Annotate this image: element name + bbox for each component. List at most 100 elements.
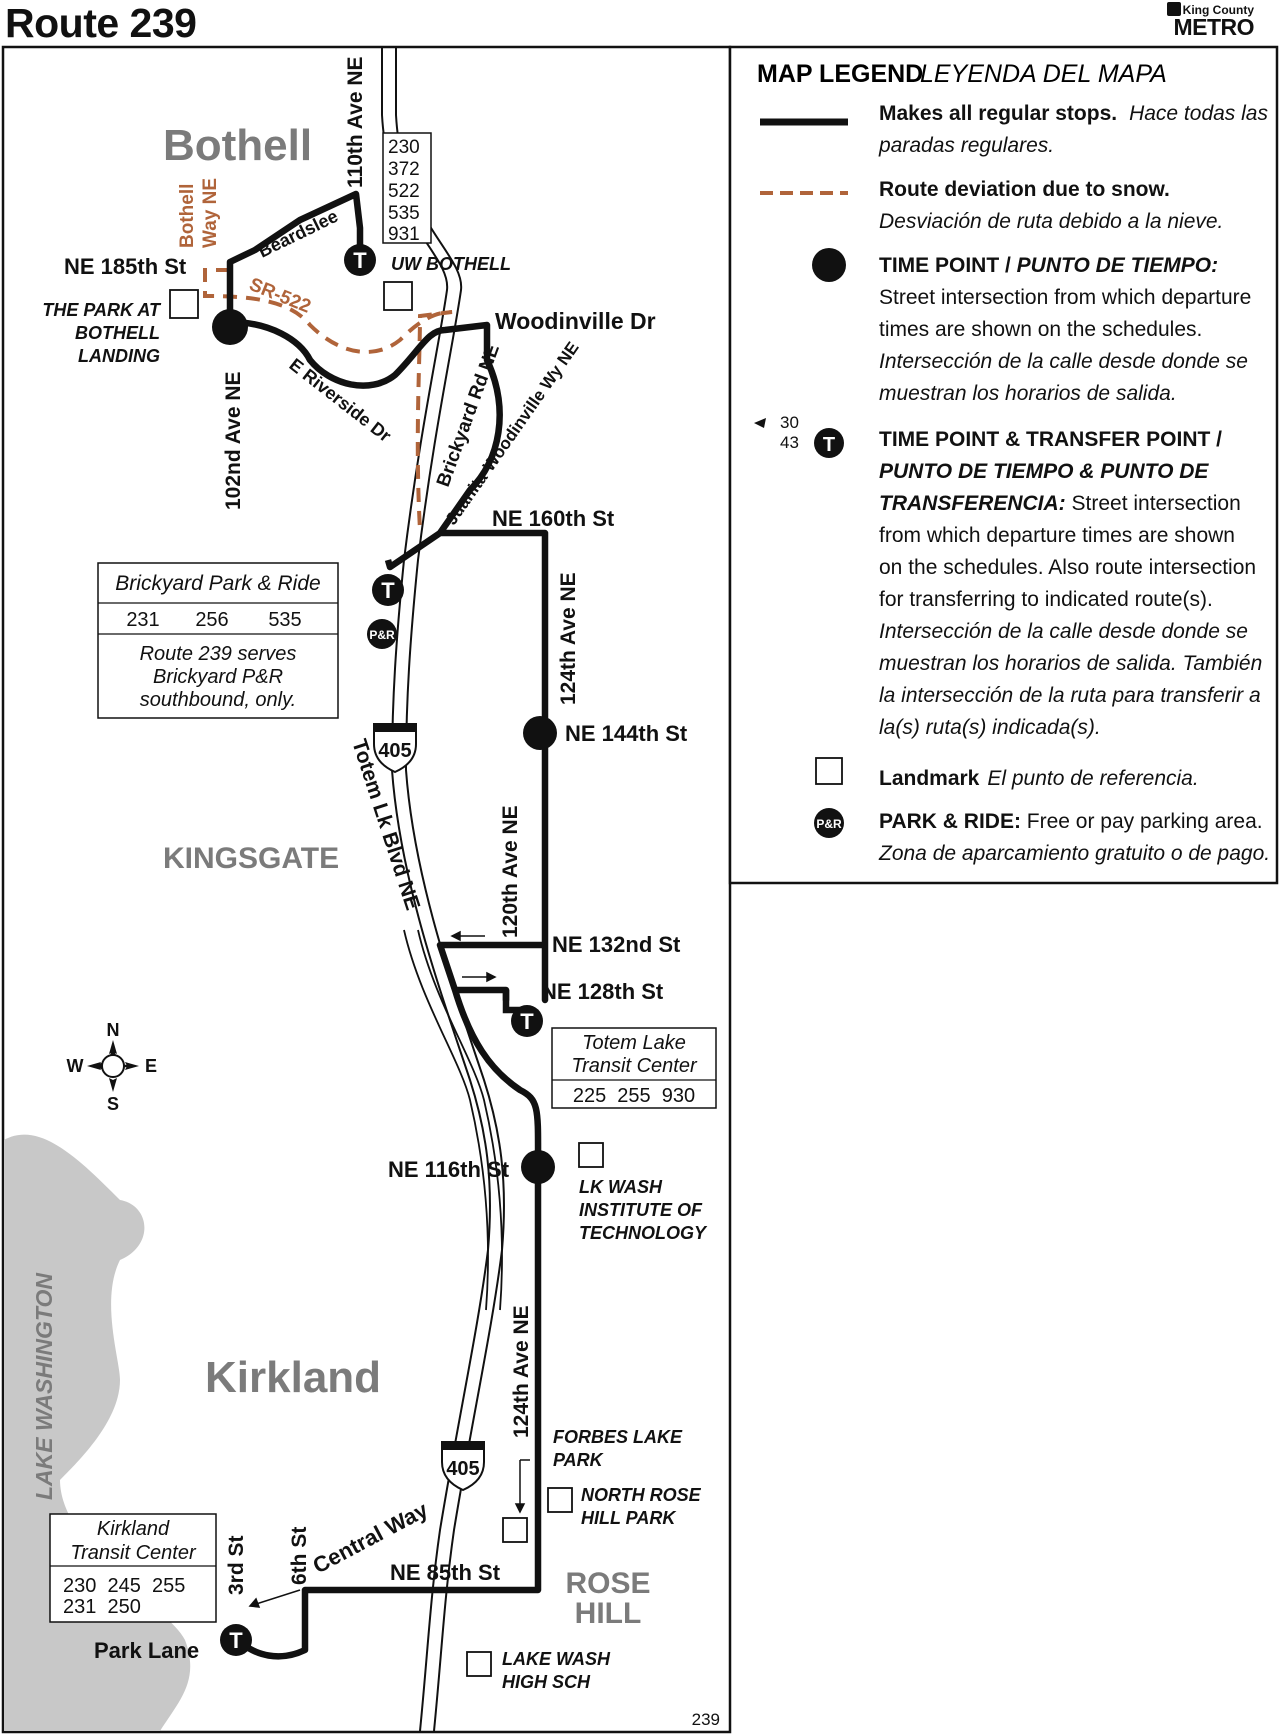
legend-timepoint-desc-2: times are shown on the schedules. <box>879 318 1202 341</box>
street-ne116th: NE 116th St <box>388 1157 510 1182</box>
legend-transfer-es-1: Intersección de la calle desde donde se <box>879 620 1248 643</box>
landmark-forbes-lake <box>502 1517 528 1543</box>
compass-n: N <box>107 1020 120 1040</box>
place-lwit-1: LK WASH <box>579 1177 663 1197</box>
route-239-line <box>226 190 549 1660</box>
logo-top-text: King County <box>1182 3 1254 17</box>
landmark-park-bothell <box>169 289 199 319</box>
legend-transfer-desc-6: for transferring to indicated route(s). <box>879 588 1213 611</box>
svg-text:P&R: P&R <box>816 817 842 831</box>
legend-transfer-route-2: 43 <box>780 433 799 452</box>
svg-text:T: T <box>229 1628 243 1653</box>
legend-title: MAP LEGEND <box>757 60 923 88</box>
legend-transfer-desc-5: on the schedules. Also route intersectio… <box>879 556 1256 579</box>
brickyard-note-2: Brickyard P&R <box>153 666 283 688</box>
street-6th: 6th St <box>288 1527 311 1585</box>
landmark-north-rose-hill <box>547 1487 573 1513</box>
street-110th-ave: 110th Ave NE <box>344 56 367 188</box>
brickyard-info-box <box>97 562 339 719</box>
brickyard-route-0: 231 <box>126 609 159 631</box>
legend-transfer-line-3: TRANSFERENCIA: Street intersection <box>879 492 1241 515</box>
legend-transfer-icon: T <box>754 418 844 458</box>
transfer-totem-lake: T <box>511 1005 543 1037</box>
landmark-lake-wash-high <box>466 1651 492 1677</box>
legend-transfer-route-1: 30 <box>780 413 799 432</box>
place-park-bothell-2: BOTHELL <box>75 323 160 343</box>
place-lwhs-1: LAKE WASH <box>502 1649 611 1669</box>
totem-lake-info-box <box>551 1027 717 1109</box>
place-park-bothell-1: THE PARK AT <box>42 300 162 320</box>
street-e-riverside: E Riverside Dr <box>286 354 395 446</box>
timepoint-ne144th <box>523 716 557 750</box>
svg-text:T: T <box>520 1009 534 1034</box>
kirkland-routes-1: 230 245 255 <box>63 1575 185 1597</box>
legend-regular-stops-es-1: Hace todas las <box>1129 102 1268 125</box>
legend-timepoint-desc-1: Street intersection from which departure <box>879 286 1251 309</box>
bothell-route-1: 372 <box>388 159 420 180</box>
legend-regular-stops: Makes all regular stops. <box>879 102 1117 125</box>
lake-label: LAKE WASHINGTON <box>31 1273 57 1500</box>
totem-lake-blvd-road <box>403 929 503 1311</box>
legend-timepoint-title: TIME POINT / PUNTO DE TIEMPO: <box>879 254 1218 277</box>
map-frame <box>1 45 732 1734</box>
city-kingsgate: KINGSGATE <box>163 842 339 875</box>
legend-regular-stops-es-2: paradas regulares. <box>878 134 1054 157</box>
street-ne160th: NE 160th St <box>492 506 615 531</box>
place-uw-bothell: UW BOTHELL <box>391 254 511 274</box>
brickyard-route-2: 535 <box>268 609 301 631</box>
page-number: 239 <box>692 1710 720 1729</box>
svg-text:405: 405 <box>446 1458 479 1480</box>
timepoint-ne116th <box>521 1150 555 1184</box>
place-forbes-2: PARK <box>553 1450 605 1470</box>
place-lwhs-2: HIGH SCH <box>502 1672 591 1692</box>
svg-text:T: T <box>353 248 367 273</box>
legend-timepoint-es-1: Intersección de la calle desde donde se <box>879 350 1248 373</box>
i405-shield-north: 405 <box>373 723 417 774</box>
direction-arrows <box>248 930 530 1608</box>
legend-landmark-icon <box>815 757 843 785</box>
legend-timepoint-es-2: muestran los horarios de salida. <box>879 382 1177 405</box>
street-beardslee: Beardslee <box>255 206 341 262</box>
street-120th-ave: 120th Ave NE <box>499 805 522 938</box>
logo-metro-text: METRO <box>1173 14 1254 40</box>
svg-text:T: T <box>823 434 835 456</box>
totem-routes: 225 255 930 <box>573 1085 695 1107</box>
street-sr522: SR-522 <box>246 274 314 318</box>
brickyard-title: Brickyard Park & Ride <box>115 572 320 595</box>
street-ne185th: NE 185th St <box>64 254 187 279</box>
street-bothell-way-1: Bothell <box>177 184 198 248</box>
city-rose: ROSE <box>565 1567 650 1600</box>
compass-rose <box>87 1040 139 1092</box>
brickyard-route-1: 256 <box>195 609 228 631</box>
street-124th-ave-south: 124th Ave NE <box>510 1305 533 1438</box>
legend-transfer-es-4: la(s) ruta(s) indicada(s). <box>879 716 1101 739</box>
legend-transfer-es-2: muestran los horarios de salida. También <box>879 652 1262 675</box>
transfer-uw-bothell: T <box>344 244 376 276</box>
transfer-kirkland: T <box>220 1624 252 1656</box>
street-ne144th: NE 144th St <box>565 721 688 746</box>
kirkland-info-box <box>49 1513 217 1623</box>
city-kirkland: Kirkland <box>205 1353 381 1402</box>
legend-transfer-es-3: la intersección de la ruta para transfer… <box>879 684 1261 707</box>
street-3rd: 3rd St <box>225 1535 248 1595</box>
legend-transfer-desc-4: from which departure times are shown <box>879 524 1235 547</box>
street-ne132nd: NE 132nd St <box>552 932 681 957</box>
i405-shield-south: 405 <box>441 1441 485 1492</box>
street-102nd-ave: 102nd Ave NE <box>222 372 245 511</box>
legend-transfer-title-1: TIME POINT & TRANSFER POINT / <box>879 428 1222 451</box>
king-county-crown-icon <box>1166 2 1181 16</box>
landmark-lwit <box>578 1142 604 1168</box>
kirkland-title-1: Kirkland <box>97 1518 170 1540</box>
kirkland-title-2: Transit Center <box>70 1542 197 1564</box>
street-bothell-way-2: Way NE <box>200 178 221 248</box>
city-bothell: Bothell <box>163 121 312 170</box>
place-north-rose-1: NORTH ROSE <box>581 1485 702 1505</box>
svg-text:405: 405 <box>378 740 411 762</box>
street-woodinville-dr: Woodinville Dr <box>495 308 656 334</box>
compass-s: S <box>107 1094 119 1114</box>
compass-w: W <box>67 1056 84 1076</box>
transfer-brickyard: T <box>372 574 404 606</box>
legend-pr-icon: P&R <box>814 808 844 838</box>
street-park-lane: Park Lane <box>94 1638 199 1663</box>
